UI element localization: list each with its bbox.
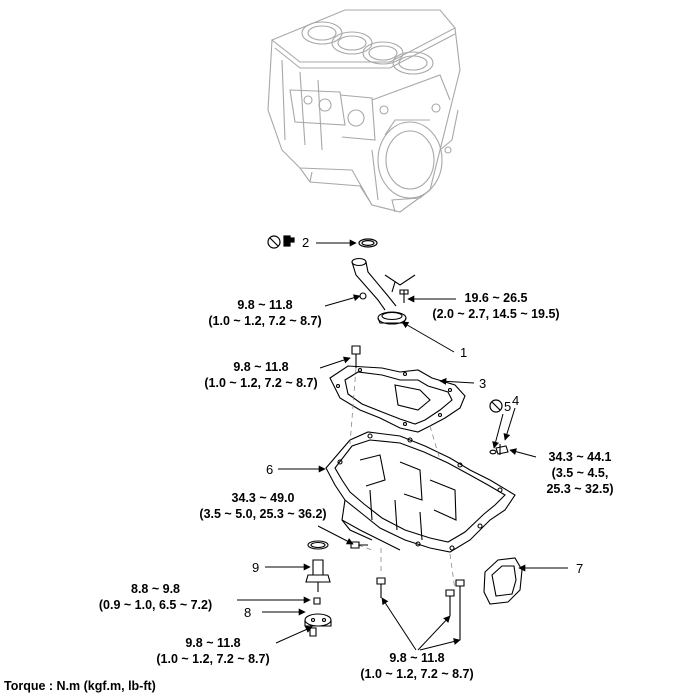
no-reuse-icon-5 (489, 399, 503, 413)
torque-drain-alt2: 25.3 ~ 32.5) (546, 482, 614, 496)
leader-lines (237, 239, 568, 651)
alignment-lines (349, 367, 456, 591)
gasket-drawing (329, 345, 466, 433)
torque-pipe-right-alt: (2.0 ~ 2.7, 14.5 ~ 19.5) (432, 307, 560, 321)
torque-gasket-alt: (1.0 ~ 1.2, 7.2 ~ 8.7) (204, 376, 318, 390)
callout-5: 5 (504, 399, 512, 414)
torque-pan-alt: (3.5 ~ 5.0, 25.3 ~ 36.2) (199, 507, 327, 521)
torque-sensor-alt: (0.9 ~ 1.0, 6.5 ~ 7.2) (98, 598, 213, 612)
torque-units-footer: Torque : N.m (kgf.m, lb-ft) (4, 679, 156, 693)
callout-3: 3 (479, 376, 487, 391)
callout-8: 8 (244, 605, 252, 620)
side-cover-drawing (483, 557, 523, 605)
torque-gasket-nm: 9.8 ~ 11.8 (233, 360, 289, 374)
torque-drain-nm: 34.3 ~ 44.1 (548, 450, 612, 464)
callout-4: 4 (512, 393, 520, 408)
oil-pickup-pipe-drawing (351, 257, 416, 325)
oil-pan-drawing (325, 431, 516, 553)
torque-pipe-right-nm: 19.6 ~ 26.5 (464, 291, 528, 305)
callout-9: 9 (252, 560, 260, 575)
o-ring-part (358, 238, 378, 248)
callout-1: 1 (460, 345, 468, 360)
torque-sensor2-alt: (1.0 ~ 1.2, 7.2 ~ 8.7) (156, 652, 270, 666)
sensor-assembly-drawing (304, 540, 332, 637)
torque-pipe-left-alt: (1.0 ~ 1.2, 7.2 ~ 8.7) (208, 314, 322, 328)
torque-bottom-nm: 9.8 ~ 11.8 (389, 651, 445, 665)
pan-bolts-drawing (350, 541, 465, 640)
torque-sensor2-nm: 9.8 ~ 11.8 (185, 636, 241, 650)
callout-6: 6 (266, 462, 274, 477)
callout-7: 7 (576, 561, 584, 576)
torque-sensor-nm: 8.8 ~ 9.8 (131, 582, 180, 596)
callout-2: 2 (302, 235, 310, 250)
engine-block-drawing (267, 9, 461, 213)
torque-pan-nm: 34.3 ~ 49.0 (231, 491, 295, 505)
torque-drain-alt1: (3.5 ~ 4.5, (551, 466, 609, 480)
no-reuse-icon (267, 235, 295, 249)
torque-bottom-alt: (1.0 ~ 1.2, 7.2 ~ 8.7) (360, 667, 474, 681)
torque-pipe-left-nm: 9.8 ~ 11.8 (237, 298, 293, 312)
